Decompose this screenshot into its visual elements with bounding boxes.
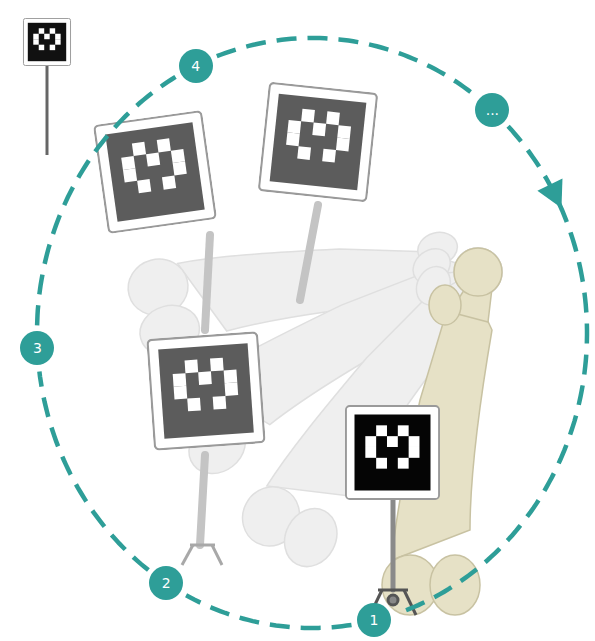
cycle-connector [186,595,351,628]
step-number: 3 [33,341,42,355]
step-circle: 1 [357,603,391,637]
tracking-marker [259,83,377,201]
reference-pin [46,66,49,155]
step-circle: 4 [179,49,213,83]
cycle-connector [217,38,476,96]
step-number: 2 [162,576,171,590]
cycle-connector [37,77,175,325]
dashed-arc [396,126,587,614]
dashed-arc [186,595,351,628]
tracking-marker [346,406,439,499]
clamp-pin [182,545,222,565]
tracking-marker [94,111,216,233]
dashed-arc [39,372,148,571]
step-circle: ... [475,93,509,127]
dashed-arc [37,77,175,325]
step-number: ... [486,103,499,117]
cycle-connector [396,126,587,614]
reference-marker [23,18,70,65]
dashed-arc [217,38,476,96]
marker-stem [391,500,396,590]
step-circle: 3 [20,331,54,365]
step-number: 1 [369,613,378,627]
step-number: 4 [191,59,200,73]
tracking-marker [147,332,264,449]
cycle-connector [39,372,148,571]
step-circle: 2 [149,566,183,600]
arrow-head [537,178,562,208]
